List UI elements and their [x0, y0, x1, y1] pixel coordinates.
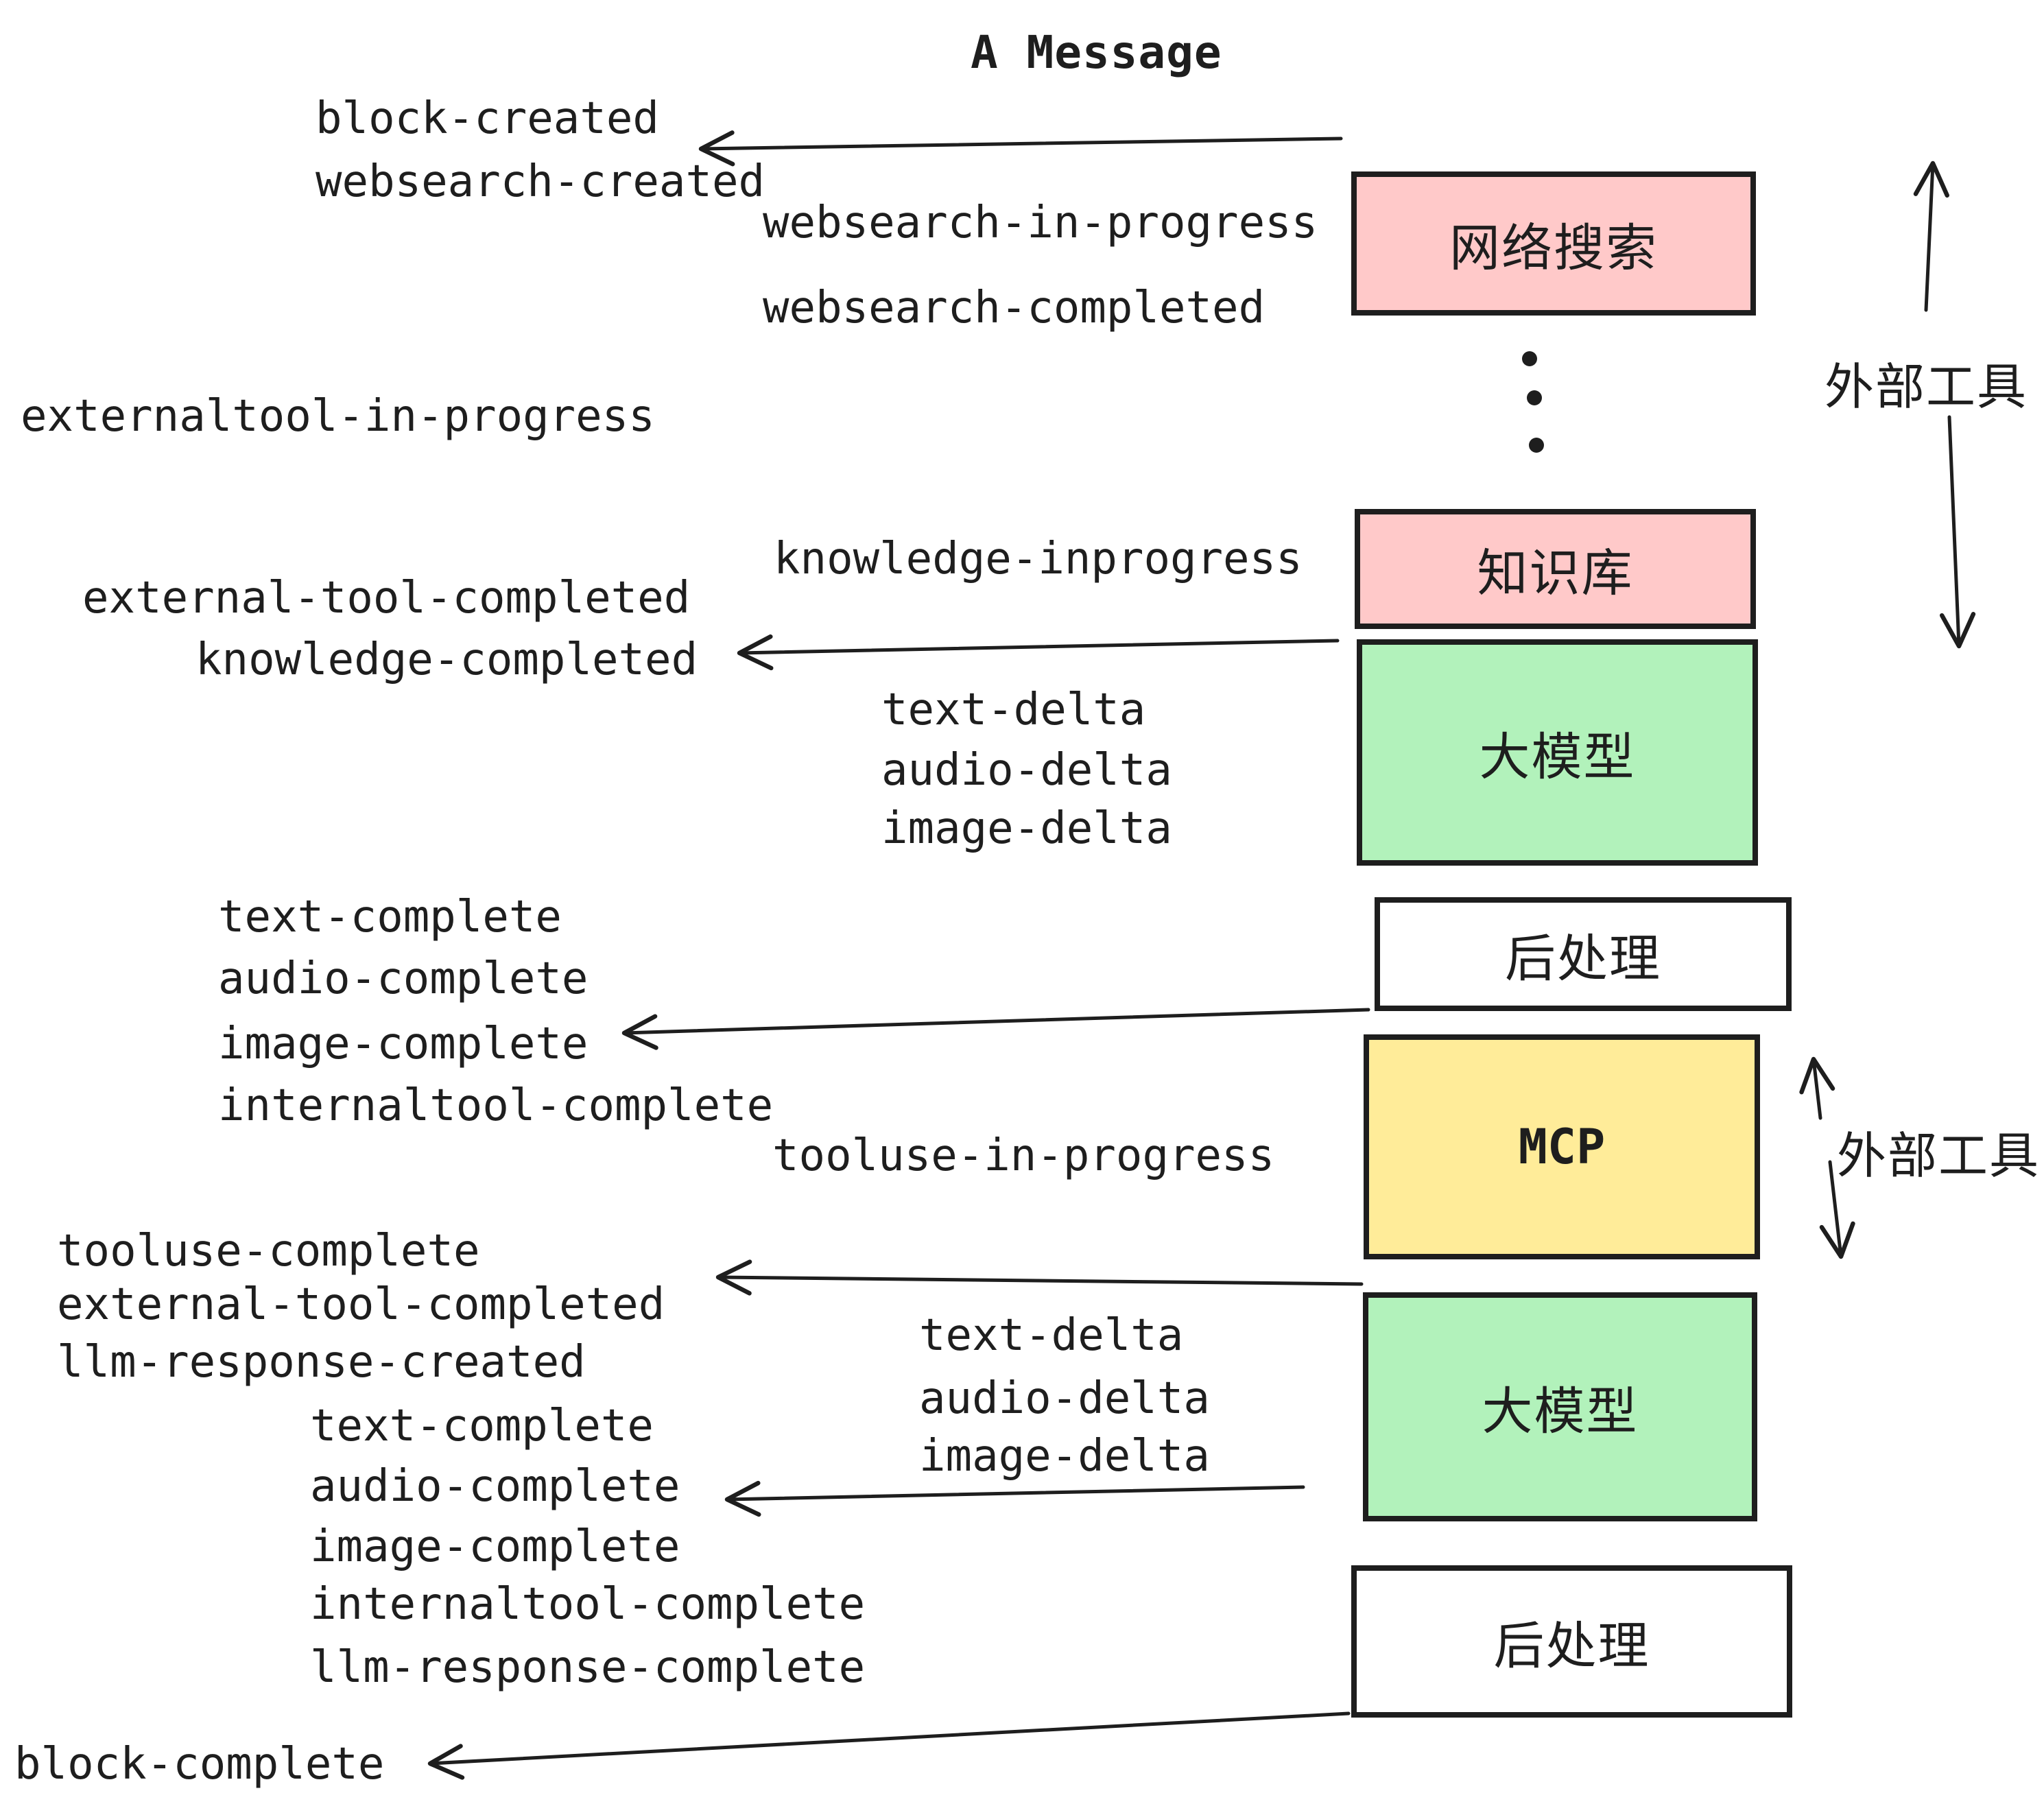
external-tools-up-arrow-2: [1799, 1056, 1835, 1120]
event-external-tool-completed-2: external-tool-completed: [57, 1279, 665, 1330]
box-knowledge-label: 知识库: [1477, 544, 1634, 603]
ellipsis-dots: [1522, 351, 1544, 453]
event-text-complete-1: text-complete: [218, 892, 562, 942]
arrow-knowledge-completed: [737, 634, 1340, 671]
box-llm-2-label: 大模型: [1482, 1381, 1639, 1441]
external-tools-down-arrow-1: [1939, 415, 1976, 649]
box-postprocess-1-label: 后处理: [1505, 929, 1661, 988]
event-knowledge-completed: knowledge-completed: [195, 634, 698, 685]
box-llm-1: 大模型: [1357, 639, 1758, 866]
box-postprocess-1: 后处理: [1375, 897, 1792, 1011]
arrow-internal-complete: [621, 1008, 1370, 1050]
event-audio-complete-1: audio-complete: [218, 953, 589, 1004]
event-image-complete-1: image-complete: [218, 1019, 589, 1069]
event-llm-response-created: llm-response-created: [57, 1337, 586, 1388]
event-websearch-in-progress: websearch-in-progress: [763, 198, 1318, 248]
box-postprocess-2: 后处理: [1351, 1565, 1792, 1718]
arrow-websearch-created: [698, 130, 1343, 167]
box-llm-1-label: 大模型: [1479, 727, 1636, 787]
event-internaltool-complete-1: internaltool-complete: [218, 1080, 774, 1131]
event-image-delta-2: image-delta: [919, 1431, 1210, 1482]
event-audio-delta-1: audio-delta: [881, 745, 1172, 796]
event-image-delta-1: image-delta: [881, 803, 1172, 854]
event-websearch-completed: websearch-completed: [763, 283, 1265, 333]
event-audio-delta-2: audio-delta: [919, 1373, 1210, 1424]
event-text-delta-1: text-delta: [881, 685, 1146, 735]
event-externaltool-in-progress: externaltool-in-progress: [21, 391, 655, 442]
box-mcp-label: MCP: [1518, 1119, 1606, 1175]
arrow-tooluse-complete: [715, 1259, 1364, 1296]
event-text-complete-2: text-complete: [310, 1401, 654, 1451]
event-internaltool-complete-2: internaltool-complete: [310, 1579, 866, 1630]
event-tooluse-in-progress: tooluse-in-progress: [772, 1130, 1275, 1181]
arrow-llm2-complete: [724, 1480, 1305, 1517]
page-title: A Message: [971, 26, 1222, 79]
arrow-block-complete: [427, 1711, 1351, 1780]
box-postprocess-2-label: 后处理: [1493, 1616, 1650, 1676]
event-block-complete: block-complete: [14, 1739, 385, 1790]
external-tools-label-top: 外部工具: [1825, 358, 2028, 416]
event-external-tool-completed-1: external-tool-completed: [82, 573, 691, 624]
event-tooluse-complete: tooluse-complete: [57, 1226, 480, 1277]
external-tools-up-arrow-1: [1913, 161, 1949, 312]
box-websearch: 网络搜索: [1351, 171, 1756, 316]
event-block-created: block-created: [316, 93, 659, 144]
event-text-delta-2: text-delta: [919, 1310, 1184, 1361]
box-llm-2: 大模型: [1363, 1292, 1757, 1521]
box-knowledge: 知识库: [1355, 509, 1756, 629]
event-llm-response-complete: llm-response-complete: [310, 1642, 866, 1693]
event-knowledge-inprogress: knowledge-inprogress: [774, 534, 1303, 584]
external-tools-label-bottom: 外部工具: [1837, 1127, 2041, 1185]
event-audio-complete-2: audio-complete: [310, 1461, 680, 1512]
event-websearch-created: websearch-created: [316, 156, 765, 207]
box-websearch-label: 网络搜索: [1449, 218, 1658, 278]
event-image-complete-2: image-complete: [310, 1521, 680, 1572]
box-mcp: MCP: [1364, 1034, 1760, 1259]
